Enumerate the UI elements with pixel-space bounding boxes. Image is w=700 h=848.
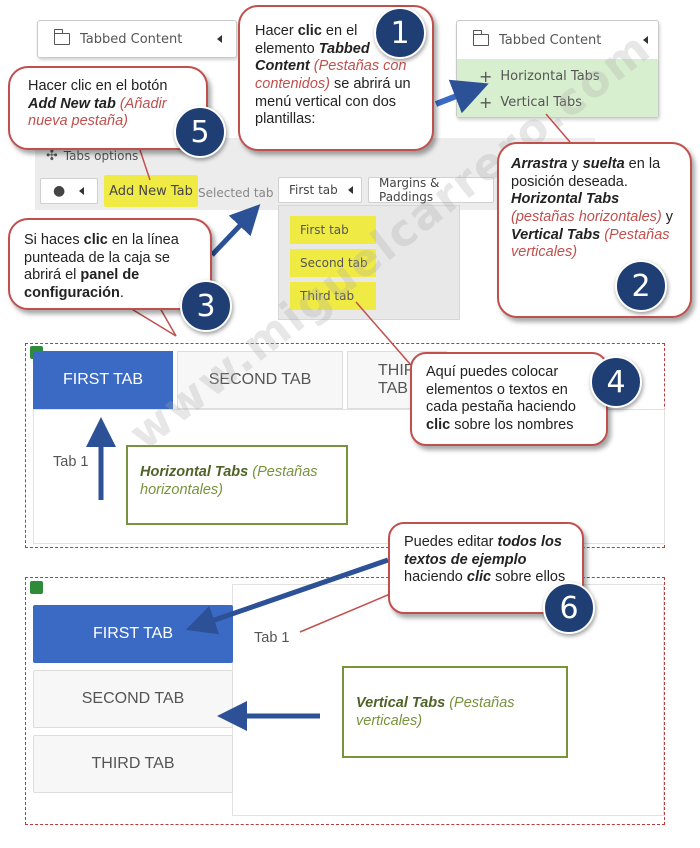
c6-text: clic [466, 569, 492, 586]
tabs-options-header: ✣ Tabs options [46, 146, 138, 166]
htab-label: FIRST TAB [62, 371, 143, 388]
vtab-content-text[interactable]: Tab 1 [254, 630, 290, 646]
horizontal-tabs-note: Horizontal Tabs (Pestañas horizontales) [126, 445, 348, 525]
add-new-tab-button[interactable]: Add New Tab [104, 175, 198, 207]
add-new-tab-label: Add New Tab [109, 183, 193, 199]
c6-text: todos los textos de ejemplo [404, 534, 562, 568]
tail-3 [127, 307, 177, 337]
pointer-2 [545, 113, 571, 143]
c2-text: suelta [582, 156, 625, 172]
c6-text: haciendo [404, 569, 467, 586]
c2-text: Horizontal Tabs [511, 191, 620, 208]
note-rest: (Pestañas verticales) [356, 695, 515, 730]
c3-text: panel de configuración [24, 267, 140, 302]
htab-content-text[interactable]: Tab 1 [53, 454, 89, 470]
c3-text: clic [83, 232, 108, 248]
callout-3: Si haces clic en la línea punteada de la… [8, 218, 212, 310]
pointer-4 [355, 301, 411, 365]
c2-text: y [661, 209, 674, 226]
move-icon: ✣ [46, 148, 58, 164]
c5-text: Hacer clic en el botón [28, 78, 168, 94]
pointer-5 [139, 149, 151, 181]
note-rest: (Pestañas horizontales) [140, 464, 318, 499]
badge-4: 4 [590, 356, 642, 408]
callout-4: Aquí puedes colocar elementos o textos e… [410, 352, 608, 446]
badge-5: 5 [174, 106, 226, 158]
c2-text: Arrastra [511, 156, 568, 172]
htab-second[interactable]: SECOND TAB [177, 351, 343, 409]
caret-left-icon [217, 35, 222, 43]
first-tab-select[interactable]: First tab [278, 177, 362, 203]
c1-text: clic [297, 23, 322, 39]
c4-text: sobre los nombres [450, 417, 574, 434]
dropdown-item-third-tab[interactable]: Third tab [290, 282, 376, 310]
c4-text: Aquí puedes colocar elementos o textos e… [426, 364, 576, 416]
c2-text: en la posición deseada. [511, 156, 661, 190]
arrow-3 [210, 204, 261, 257]
palette-button[interactable]: ● [40, 178, 98, 204]
vtab-third[interactable]: THIRD TAB [33, 735, 233, 793]
c2-text: (pestañas horizontales) [511, 209, 662, 226]
arrow-1 [434, 79, 489, 114]
tabbed-content-widget-left[interactable]: Tabbed Content [37, 20, 237, 58]
note-bold: Horizontal Tabs [140, 464, 249, 480]
c1-text: se abrirá un menú vertical con dos plant… [255, 76, 411, 128]
c3-text: . [119, 285, 124, 302]
c2-text: (Pestañas verticales) [511, 226, 670, 261]
tabbed-content-widget-right[interactable]: Tabbed Content + Horizontal Tabs + Verti… [456, 20, 659, 118]
dropdown-item-label: Third tab [300, 289, 355, 303]
htab-label: SECOND TAB [208, 371, 312, 388]
dropdown-item-first-tab[interactable]: First tab [290, 216, 376, 244]
first-tab-select-label: First tab [289, 183, 338, 197]
c4-text: clic [426, 417, 451, 434]
note-bold: Vertical Tabs [356, 695, 446, 711]
c2-text: y [567, 156, 583, 172]
badge-1: 1 [374, 7, 426, 59]
widget-label: Tabbed Content [499, 32, 602, 48]
caret-left-icon [348, 186, 353, 194]
htab-first[interactable]: FIRST TAB [33, 351, 173, 409]
c1-text: en el elemento [255, 23, 358, 57]
c1-text: Tabbed Content [255, 40, 370, 75]
c5-text: Add New tab [28, 95, 116, 112]
selected-tab-label: Selected tab [198, 186, 274, 200]
vtab-label: FIRST TAB [92, 625, 173, 642]
vtab-second[interactable]: SECOND TAB [33, 670, 233, 728]
c3-text: en la línea punteada de la caja se abrir… [24, 232, 179, 284]
template-label: Horizontal Tabs [500, 68, 600, 84]
margins-label: Margins & Paddings [379, 176, 440, 204]
section-handle-icon[interactable] [30, 581, 43, 594]
callout-2: Arrastra y suelta en la posición deseada… [497, 142, 692, 318]
palette-icon: ● [53, 183, 66, 199]
c6-text: Puedes editar [404, 534, 498, 550]
vtab-label: THIRD TAB [91, 755, 175, 772]
c1-text: Hacer [255, 23, 298, 39]
pointer-6 [299, 593, 391, 633]
template-label: Vertical Tabs [500, 94, 582, 110]
dropdown-item-second-tab[interactable]: Second tab [290, 249, 376, 277]
margins-paddings-button[interactable]: Margins & Paddings [368, 176, 494, 204]
c1-text: (Pestañas con contenidos) [255, 58, 407, 93]
folder-icon [53, 29, 70, 45]
caret-left-icon [79, 187, 85, 195]
vtab-label: SECOND TAB [81, 690, 185, 707]
c3-text: Si haces [24, 232, 84, 248]
c2-text: Vertical Tabs [511, 226, 601, 243]
badge-2: 2 [615, 260, 667, 312]
callout-5: Hacer clic en el botón Add New tab (Añad… [8, 66, 208, 150]
badge-6: 6 [543, 582, 595, 634]
dropdown-item-label: Second tab [300, 256, 368, 270]
c6-text: sobre ellos [491, 569, 566, 586]
dropdown-item-label: First tab [300, 223, 349, 237]
vertical-tabs-note: Vertical Tabs (Pestañas verticales) [342, 666, 568, 758]
badge-3: 3 [180, 280, 232, 332]
caret-left-icon [643, 36, 648, 44]
folder-icon [472, 30, 489, 46]
c5-text: (Añadir nueva pestaña) [28, 95, 167, 130]
arrow-6 [185, 557, 389, 635]
tabs-options-label: Tabs options [63, 149, 139, 163]
widget-label: Tabbed Content [80, 31, 183, 47]
